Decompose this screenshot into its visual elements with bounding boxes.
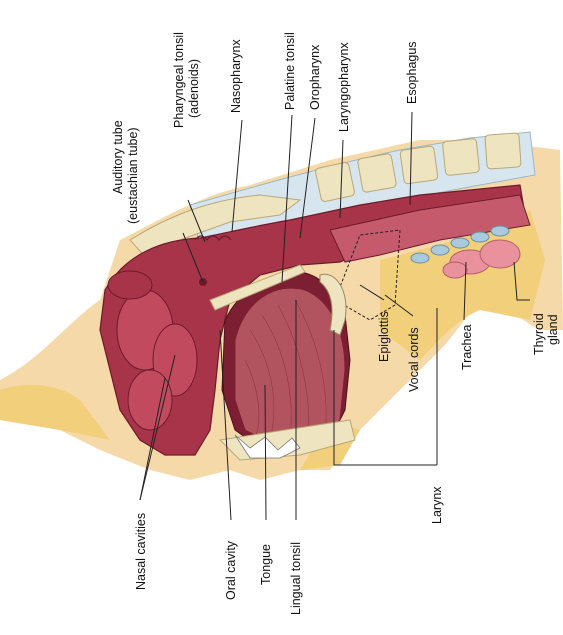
nasal-cavities-upper-bone bbox=[108, 271, 152, 299]
label-pharyngeal-tonsil-1: Pharyngeal tonsil bbox=[172, 32, 186, 128]
label-thyroid-2: gland bbox=[546, 314, 560, 345]
label-pharyngeal-tonsil-2: (adenoids) bbox=[187, 59, 201, 118]
label-oropharynx: Oropharynx bbox=[308, 44, 322, 110]
label-trachea: Trachea bbox=[460, 325, 474, 370]
vertebra bbox=[315, 162, 355, 202]
vertebra bbox=[485, 133, 521, 169]
label-lingual-tonsil: Lingual tonsil bbox=[289, 542, 303, 615]
label-palatine-tonsil: Palatine tonsil bbox=[283, 32, 297, 110]
label-laryngopharynx: Laryngopharynx bbox=[337, 42, 351, 132]
label-tongue: Tongue bbox=[259, 544, 273, 585]
vertebra bbox=[400, 146, 438, 184]
label-auditory-tube-2: (eustachian tube) bbox=[126, 127, 140, 224]
vertebra bbox=[357, 153, 396, 192]
label-esophagus: Esophagus bbox=[405, 41, 419, 104]
tongue-body bbox=[235, 288, 345, 445]
label-thyroid-1: Thyroid bbox=[532, 313, 546, 355]
label-oral-cavity: Oral cavity bbox=[224, 540, 238, 600]
label-epiglottis: Epiglottis bbox=[377, 311, 391, 362]
label-vocal-cords: Vocal cords bbox=[407, 327, 421, 392]
label-larynx: Larynx bbox=[430, 486, 444, 524]
label-nasal-cavities: Nasal cavities bbox=[134, 513, 148, 590]
label-auditory-tube-1: Auditory tube bbox=[111, 120, 125, 194]
label-nasopharynx: Nasopharynx bbox=[229, 39, 243, 113]
vertebra bbox=[442, 138, 479, 175]
